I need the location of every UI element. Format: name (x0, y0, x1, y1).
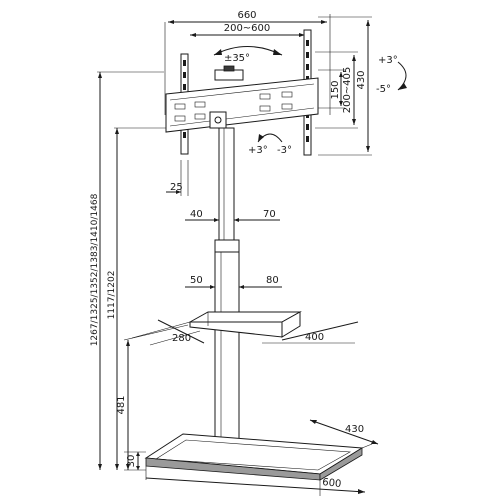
rot-plus-label: +3° (248, 145, 268, 156)
tilt-down-label: -5° (376, 84, 391, 95)
rotation-indicator: +3° -3° (248, 133, 292, 156)
mounting-plate (165, 65, 319, 133)
dim-25-label: 25 (170, 182, 183, 193)
dim-430-base-label: 430 (345, 424, 364, 435)
swivel-indicator: ±35° (213, 46, 283, 64)
dim-vesa-width-label: 200~600 (224, 23, 271, 34)
lower-pole (214, 251, 240, 455)
glass-shelf (188, 311, 302, 338)
dim-400-label: 400 (305, 332, 324, 343)
tilt-up-label: +3° (378, 55, 398, 66)
dim-660-label: 660 (237, 10, 256, 21)
upper-pole-dimensions: 40 70 (185, 200, 280, 225)
height-30-dimension: 30 (124, 451, 146, 471)
dim-30-label: 30 (126, 455, 137, 468)
height-481-dimension: 481 (116, 324, 189, 470)
upper-pole (218, 127, 235, 241)
rot-minus-label: -3° (277, 145, 292, 156)
dim-vesa-height-label: 200~405 (342, 67, 353, 114)
tilt-indicator: +3° -5° (376, 55, 407, 95)
pole-collar (214, 239, 240, 253)
dim-height-options-label: 1267/1325/1352/1383/1410/1468 (90, 193, 100, 346)
dim-70-label: 70 (263, 209, 276, 220)
dim-shelf-options-label: 1117/1202 (107, 271, 117, 320)
dim-150-label: 150 (330, 80, 341, 99)
swivel-label: ±35° (224, 53, 250, 64)
vesa-width-dimension: 200~600 (190, 23, 305, 37)
bracket-150-dimension: 150 (318, 69, 345, 109)
lower-pole-dimensions: 50 80 (185, 262, 282, 292)
dim-430-label: 430 (356, 70, 367, 89)
arm-25-dimension: 25 (166, 160, 189, 196)
width-660-dimension: 660 (164, 10, 331, 115)
dim-40-label: 40 (190, 209, 203, 220)
dim-280-label: 280 (172, 333, 191, 344)
dim-481-label: 481 (116, 395, 127, 414)
base-dimensions: 430 600 (145, 419, 379, 496)
dim-50-label: 50 (190, 275, 203, 286)
shelf-dimensions: 280 400 (131, 319, 359, 346)
dim-80-label: 80 (266, 275, 279, 286)
dim-600-label: 600 (322, 477, 342, 490)
shelf-height-dimension: 1117/1202 (107, 127, 166, 470)
vesa-height-dimension: 200~405 (315, 51, 358, 129)
overall-height-dimension: 1267/1325/1352/1383/1410/1468 (90, 71, 164, 470)
stand-base (144, 433, 364, 481)
height-430-dimension: 430 (318, 16, 372, 156)
